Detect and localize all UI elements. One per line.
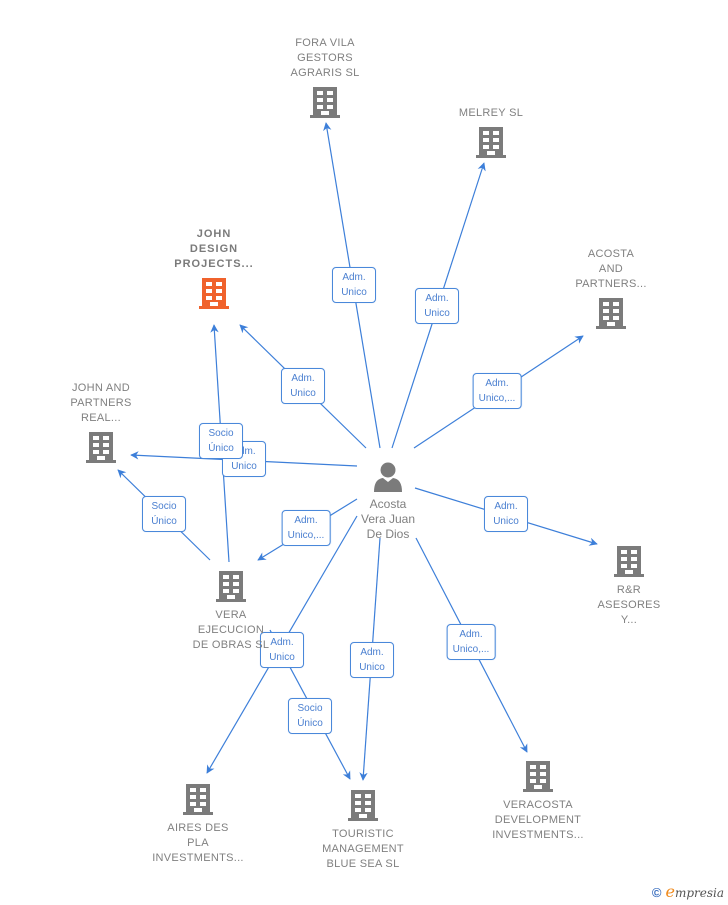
edge-label-touristic[interactable]: Socio Único	[288, 698, 332, 734]
company-label-rr-asesores[interactable]: R&R ASESORES Y...	[597, 584, 661, 626]
company-label-fora-vila[interactable]: FORA VILA GESTORS AGRARIS SL	[290, 37, 360, 79]
edge-label-aires-des-pla[interactable]: Adm. Unico	[260, 632, 304, 668]
edge-label-touristic[interactable]: Adm. Unico	[350, 642, 394, 678]
edge-label-john-partners[interactable]: Socio Único	[142, 496, 186, 532]
edge-label-john-design[interactable]: Socio Único	[199, 423, 243, 459]
company-label-melrey[interactable]: MELREY SL	[458, 107, 524, 119]
edge-label-veracosta[interactable]: Adm. Unico,...	[446, 624, 496, 660]
edge-label-john-design[interactable]: Adm. Unico	[281, 368, 325, 404]
building-icon-touristic[interactable]	[348, 790, 378, 821]
building-icon-vera-ejecucion[interactable]	[216, 571, 246, 602]
building-icon-melrey[interactable]	[476, 127, 506, 158]
edge-label-rr-asesores[interactable]: Adm. Unico	[484, 496, 528, 532]
copyright-icon: ©	[651, 885, 662, 900]
building-icon-aires-des-pla[interactable]	[183, 784, 213, 815]
company-label-acosta-partners[interactable]: ACOSTA AND PARTNERS...	[575, 248, 647, 290]
brand-logo-initial: e	[665, 882, 675, 901]
edge-label-melrey[interactable]: Adm. Unico	[415, 288, 459, 324]
edge-label-vera-ejecucion[interactable]: Adm. Unico,...	[281, 510, 331, 546]
building-icon-acosta-partners[interactable]	[596, 298, 626, 329]
company-label-aires-des-pla[interactable]: AIRES DES PLA INVESTMENTS...	[152, 822, 244, 864]
company-label-touristic[interactable]: TOURISTIC MANAGEMENT BLUE SEA SL	[322, 828, 404, 870]
edge-label-fora-vila[interactable]: Adm. Unico	[332, 267, 376, 303]
footer-brand[interactable]: ©empresia	[652, 882, 724, 901]
company-label-john-partners[interactable]: JOHN AND PARTNERS REAL...	[70, 382, 132, 424]
person-icon[interactable]	[374, 462, 402, 493]
brand-logo-text: mpresia	[674, 886, 724, 900]
company-label-john-design[interactable]: JOHN DESIGN PROJECTS...	[174, 228, 254, 270]
building-icon-veracosta[interactable]	[523, 761, 553, 792]
company-label-vera-ejecucion[interactable]: VERA EJECUCION DE OBRAS SL	[192, 609, 270, 651]
building-icon-john-design[interactable]	[199, 278, 229, 309]
person-name-label[interactable]: Acosta Vera Juan De Dios	[360, 497, 416, 541]
company-label-veracosta[interactable]: VERACOSTA DEVELOPMENT INVESTMENTS...	[492, 799, 584, 841]
building-icon-rr-asesores[interactable]	[614, 546, 644, 577]
building-icon-john-partners[interactable]	[86, 432, 116, 463]
building-icon-fora-vila[interactable]	[310, 87, 340, 118]
edge-label-acosta-partners[interactable]: Adm. Unico,...	[472, 373, 522, 409]
